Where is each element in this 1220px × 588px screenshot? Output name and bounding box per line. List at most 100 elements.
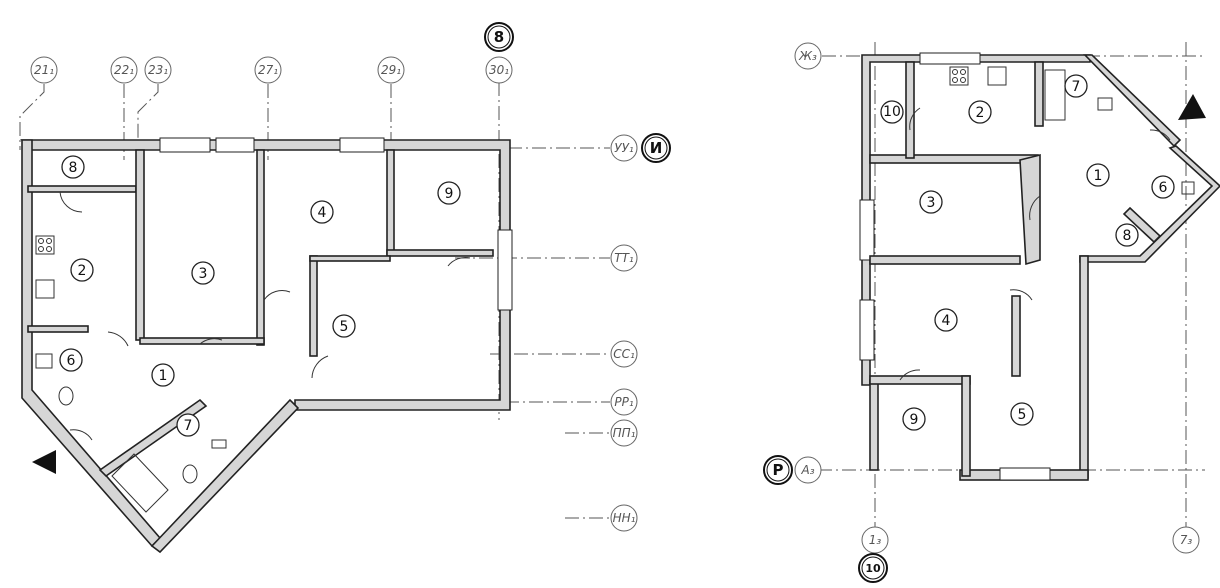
wall-2-7 (1034, 61, 1044, 127)
wall-4-5 (1011, 295, 1021, 377)
left-floor-plan: 21₁ 22₁ 23₁ 27₁ 29₁ 30₁ 8 (19, 22, 671, 554)
room-number: 5 (332, 314, 356, 338)
room-number-label: 3 (927, 195, 936, 211)
column-axis-bubble: 23₁ (144, 56, 172, 84)
toilet-room7-icon (182, 464, 198, 484)
block-marker: Р (763, 455, 793, 485)
sink-icon (35, 279, 55, 299)
section-marker: 8 (484, 22, 514, 52)
bathtub-icon (111, 453, 169, 513)
stove-icon (35, 235, 55, 255)
column-axis-bubble: 21₁ (30, 56, 58, 84)
room-number-label: 9 (445, 186, 454, 202)
room-number: 7 (1064, 74, 1088, 98)
row-axis-bubble: А₃ (794, 456, 822, 484)
door-room9 (447, 257, 471, 267)
room-number: 5 (1010, 402, 1034, 426)
row-axis-label: УУ₁ (614, 141, 634, 155)
row-axis-label: СС₁ (613, 347, 635, 361)
wall-9-5 (961, 375, 971, 477)
sink-icon (987, 66, 1007, 86)
column-axis-label: 29₁ (381, 63, 401, 77)
stove-icon (949, 66, 969, 86)
washbasin-icon (58, 386, 74, 406)
wall-3-4 (869, 255, 1021, 265)
right-floor-plan: Ж₃ А₃ Р 1₃ 7₃ 10 1 2 3 4 5 6 7 (763, 42, 1220, 583)
wall-2-3 (135, 149, 145, 341)
room-number-label: 4 (942, 313, 951, 329)
column-axis-label: 30₁ (489, 63, 509, 77)
section-marker-label: 8 (494, 28, 504, 46)
door-room9 (899, 369, 921, 381)
room-number: 3 (919, 190, 943, 214)
door-room5 (311, 355, 329, 379)
room-number-label: 1 (159, 368, 168, 384)
row-axis-bubble: Ж₃ (794, 42, 822, 70)
wall-4-5 (309, 255, 318, 357)
stove-burner-icon (952, 69, 958, 75)
block-marker-label: Р (773, 461, 784, 479)
row-axis-bubble: СС₁ (610, 340, 638, 368)
bathtub-icon (1044, 69, 1066, 121)
stove-burner-icon (952, 77, 958, 83)
toilet-icon (35, 353, 53, 369)
room-number-label: 5 (340, 319, 349, 335)
wall-10-2 (905, 61, 915, 159)
window-room2 (159, 137, 211, 153)
room-number: 7 (176, 413, 200, 437)
wall-3-4 (256, 149, 265, 346)
room-number: 9 (902, 407, 926, 431)
outer-wall-diag-top (1083, 54, 1182, 148)
outer-wall-right (1079, 255, 1089, 479)
wall-3-bottom (139, 337, 265, 345)
stove-burner-icon (46, 246, 52, 252)
door-room4 (1009, 289, 1033, 301)
stove-burner-icon (38, 246, 44, 252)
room-number: 10 (880, 100, 904, 124)
column-axis-label: 1₃ (869, 533, 882, 547)
row-axis-bubble: РР₁ (610, 388, 638, 416)
window-room4 (339, 137, 385, 153)
window-room3 (215, 137, 255, 153)
room-number-label: 3 (199, 266, 208, 282)
window-room4 (859, 299, 875, 361)
row-axis-label: ПП₁ (613, 426, 636, 440)
wall-room8 (1122, 206, 1162, 244)
room-number-label: 10 (883, 104, 901, 120)
column-axis-bubble: 22₁ (110, 56, 138, 84)
room-number-label: 9 (910, 412, 919, 428)
column-axis-bubble: 7₃ (1172, 526, 1200, 554)
room-number: 9 (437, 181, 461, 205)
room-number-label: 8 (69, 160, 78, 176)
door-room4 (263, 290, 291, 301)
washbasin-icon (1097, 97, 1113, 111)
stove-burner-icon (960, 77, 966, 83)
room-number-label: 5 (1018, 407, 1027, 423)
door-entrance (69, 429, 93, 441)
column-axis-bubble: 30₁ (485, 56, 513, 84)
wall-room8 (27, 185, 137, 193)
wall-2-bottom (27, 325, 89, 333)
window-room2 (919, 52, 981, 65)
door-room10 (909, 107, 921, 131)
room-number-label: 6 (67, 353, 76, 369)
entrance-arrow-icon (1178, 94, 1206, 120)
room-number-label: 2 (976, 105, 985, 121)
room-number-label: 6 (1159, 180, 1168, 196)
stove-burner-icon (46, 238, 52, 244)
row-axis-label: ТТ₁ (614, 251, 634, 265)
room-number-label: 8 (1123, 228, 1132, 244)
room-number: 3 (191, 261, 215, 285)
column-axis-label: 27₁ (258, 63, 278, 77)
door-room8 (59, 191, 83, 213)
heater-icon (211, 439, 227, 449)
room-number: 6 (59, 348, 83, 372)
row-axis-label: РР₁ (614, 395, 633, 409)
column-axis-label: 21₁ (34, 63, 54, 77)
row-axis-bubble: НН₁ (610, 504, 638, 532)
column-axis-bubble: 1₃ (861, 526, 889, 554)
wall-4-9 (869, 375, 971, 385)
row-axis-label: А₃ (800, 463, 814, 477)
room-number-label: 7 (184, 418, 193, 434)
